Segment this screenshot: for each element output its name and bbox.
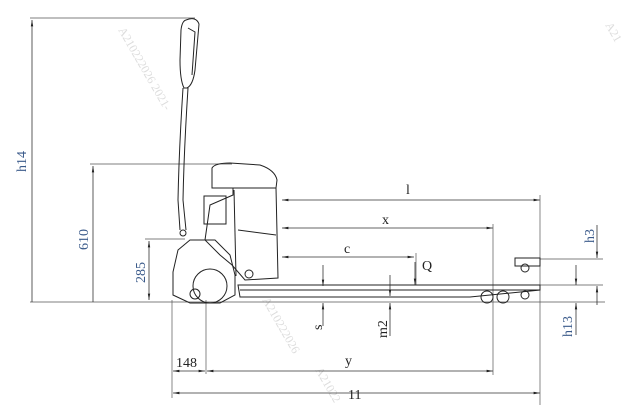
drive-wheel [192, 268, 228, 304]
watermark: A210222026 2021- A210222026 A21022 A21 [115, 20, 621, 405]
load-wheel [496, 290, 510, 304]
tiller-arm [177, 87, 189, 231]
svg-text:A210222026: A210222026 [259, 295, 302, 356]
fork-tip-raised [514, 257, 541, 267]
pallet-truck [172, 18, 541, 304]
svg-text:A21022: A21022 [312, 365, 343, 405]
label-l1: 11 [348, 388, 361, 403]
label-285: 285 [134, 262, 149, 283]
svg-text:A21: A21 [602, 20, 621, 45]
dim-h3 [540, 225, 603, 305]
dim-h14 [30, 17, 195, 302]
dim-c [282, 253, 417, 285]
label-m2: m2 [376, 320, 391, 338]
label-h3: h3 [583, 229, 598, 243]
label-148: 148 [176, 356, 197, 371]
label-s: s [311, 325, 326, 330]
label-h13: h13 [561, 316, 576, 337]
fork [237, 284, 541, 298]
label-Q: Q [422, 259, 432, 274]
label-c: c [344, 242, 350, 257]
key-switch [244, 269, 254, 279]
dim-285 [145, 238, 185, 300]
label-y: y [345, 354, 352, 369]
chassis [204, 187, 279, 281]
label-x: x [382, 213, 389, 228]
svg-text:A210222026 2021-: A210222026 2021- [115, 25, 174, 113]
label-l: l [406, 183, 410, 198]
drive-unit [172, 239, 236, 304]
hood [211, 162, 278, 189]
tiller-head [179, 18, 200, 89]
label-610: 610 [77, 229, 92, 250]
dim-610 [90, 163, 232, 302]
load-wheel [520, 290, 530, 300]
label-h14: h14 [15, 151, 30, 172]
load-wheel [480, 290, 494, 304]
